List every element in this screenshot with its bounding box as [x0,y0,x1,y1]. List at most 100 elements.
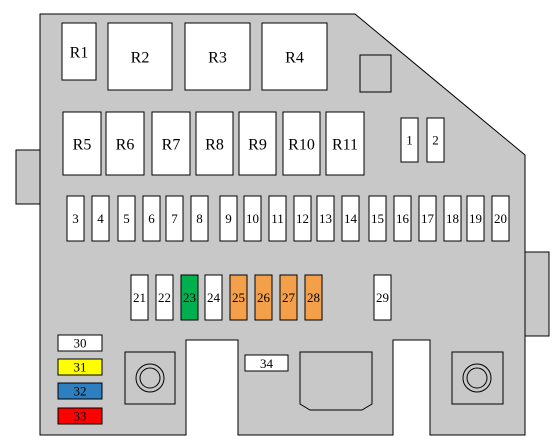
relay-r11-box [325,111,365,176]
fuse-27-box [279,274,298,321]
fuse-1-box [400,117,419,163]
fuse-17-label: 17 [421,211,435,226]
fuse-9-label: 9 [225,211,232,226]
legend-fuse-30-label: 30 [74,336,87,351]
relay-r7-box [151,111,191,176]
fuse-24-box [204,274,223,321]
fuse-29-label: 29 [376,290,389,305]
fuse-3-box [66,195,85,242]
fuse-21-box [130,274,149,321]
fuse-25-label: 25 [232,290,245,305]
relay-r1-label: R1 [70,44,89,61]
fuse-11-box [268,195,287,242]
legend-fuse-31-label: 31 [74,360,87,375]
fuse-12-label: 12 [296,211,309,226]
fuse-legend: 30 31 32 33 [57,334,103,425]
fuse-7-box [165,195,184,242]
fuse-22-box [155,274,174,321]
fuse-28-label: 28 [307,290,320,305]
legend-fuse-33-box [57,407,103,425]
fuse-8-label: 8 [196,211,203,226]
fuses-row-2: 21 22 23 24 25 26 27 28 29 [130,274,392,321]
fuse-15-label: 15 [371,211,384,226]
fuse-17-box [418,195,437,242]
legend-fuse-32-label: 32 [74,384,87,399]
fuse-4-label: 4 [97,211,104,226]
fuse-28-box [304,274,323,321]
fuse-34-box [244,354,289,372]
connector-outline [299,351,373,411]
relay-r2-label: R2 [131,49,150,66]
relay-r10-label: R10 [288,136,315,153]
fuse-11-label: 11 [271,211,284,226]
fuse-27-label: 27 [282,290,296,305]
fuse-19-label: 19 [469,211,482,226]
fuse-18-box [443,195,462,242]
relay-r3-box [184,22,251,91]
fuse-2-box [426,117,445,163]
fuse-20-label: 20 [494,211,507,226]
relay-r6-box [105,111,145,176]
connector-square [359,54,392,93]
fuse-24-label: 24 [207,290,221,305]
fuse-26-box [254,274,273,321]
fuse-15-box [368,195,387,242]
relay-r2-box [107,22,173,91]
fuse-5-box [117,195,136,242]
fuse-10-label: 10 [246,211,259,226]
fuse-6-label: 6 [148,211,155,226]
relay-r9-label: R9 [248,136,267,153]
fuse-16-box [393,195,412,242]
legend-fuse-32-box [57,382,103,400]
fuse-18-label: 18 [446,211,459,226]
fuse-23-box [180,274,199,321]
fuse-22-label: 22 [158,290,171,305]
fuse-2-label: 2 [432,133,439,148]
left-mounting-tab [15,149,41,205]
fuse-14-box [341,195,360,242]
fuse-4-box [91,195,110,242]
fuse-20-box [491,195,510,242]
fuse-13-box [316,195,335,242]
fuse-8-box [190,195,209,242]
fuse-3-label: 3 [72,211,79,226]
fuse-29-box [373,274,392,321]
relay-r8-box [195,111,234,176]
relay-r11-label: R11 [332,136,358,153]
fuse-34-label: 34 [260,356,274,371]
relay-r5-label: R5 [73,136,92,153]
mounting-bolt-right [451,351,504,405]
fuse-23-label: 23 [183,290,196,305]
relay-r9-box [238,111,277,176]
relay-r10-box [282,111,321,176]
relay-r4-label: R4 [285,49,304,66]
fuse-19-box [466,195,485,242]
relay-r1-box [61,22,97,81]
relay-r6-label: R6 [116,136,135,153]
fuse-9-box [219,195,238,242]
fuse-1-label: 1 [406,133,413,148]
legend-fuse-30-box [57,334,103,352]
relay-r3-label: R3 [208,49,227,66]
legend-fuse-33-label: 33 [74,409,87,424]
fuse-14-label: 14 [344,211,358,226]
fuse-7-label: 7 [171,211,178,226]
right-mounting-tab [524,251,550,337]
fuse-21-label: 21 [133,290,146,305]
fuse-5-label: 5 [123,211,130,226]
relay-r7-label: R7 [162,136,181,153]
fuses-row-1: 3 4 5 6 7 8 9 10 11 12 13 14 15 16 17 18 19 20 [66,195,510,242]
relay-r8-label: R8 [205,136,224,153]
relay-r5-box [62,111,102,176]
fuse-12-box [293,195,312,242]
fuse-16-label: 16 [396,211,410,226]
fuse-10-box [243,195,262,242]
mounting-bolt-left [124,351,176,405]
fuse-13-label: 13 [319,211,332,226]
fuse-26-label: 26 [257,290,271,305]
fuse-6-box [142,195,161,242]
fuse-25-box [229,274,248,321]
